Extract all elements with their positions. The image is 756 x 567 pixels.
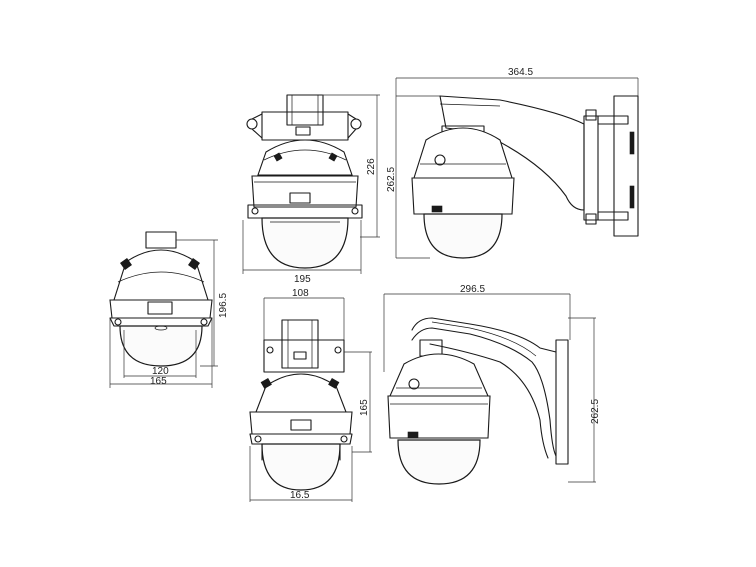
dim-pendant-height-outer: 226: [366, 158, 377, 175]
dim-bracket-top-width: 108: [292, 288, 309, 299]
bracket-housing: [255, 373, 347, 413]
view-wall-mount-curved: 296.5 262.5: [383, 284, 601, 485]
curved-camera-housing: [389, 353, 489, 397]
bracket-label-plate: [290, 419, 312, 431]
dim-standalone-height: 196.5: [218, 293, 229, 318]
curved-arm-bottom: [411, 327, 557, 457]
standalone-dome: [119, 325, 203, 367]
dim-wall-curved-height: 262.5: [590, 399, 601, 424]
bracket-pipe: [281, 319, 319, 369]
curved-dome: [397, 439, 481, 485]
curved-arm-top: [411, 317, 557, 353]
wall-arm: [439, 95, 585, 211]
upper-housing: [257, 139, 353, 176]
dim-wall-inner-height: 262.5: [386, 167, 397, 192]
label-plate: [289, 192, 311, 204]
view-bracket-mount-front: 108 165 16.5: [249, 288, 372, 502]
view-pendant-mount-front: 195 226: [242, 94, 380, 285]
dim-pendant-width: 195: [294, 274, 311, 285]
bracket-plate: [263, 339, 345, 373]
bracket-dome: [261, 443, 341, 491]
dome-label-plate: [147, 301, 173, 315]
dome: [261, 217, 349, 269]
mount-plate: [261, 111, 349, 141]
main-band: [251, 175, 359, 208]
dim-wall-top-length: 364.5: [508, 67, 533, 78]
wall-plate-flange: [583, 115, 599, 221]
wall-dome: [423, 213, 503, 259]
wall-camera-housing: [413, 127, 513, 179]
dim-standalone-outer-width: 165: [150, 376, 167, 387]
screw-hole-left: [246, 118, 258, 130]
dim-bracket-bottom-width: 16.5: [290, 490, 310, 501]
wall-plate: [613, 95, 639, 237]
dome-cap: [145, 231, 177, 249]
dim-standalone-inner-width: 120: [152, 366, 169, 377]
dim-bracket-height: 165: [359, 399, 370, 416]
mount-pipe: [286, 94, 324, 126]
dim-wall-curved-length: 296.5: [460, 284, 485, 295]
screw-hole-right: [350, 118, 362, 130]
view-standalone-dome: 196.5 120 165: [109, 231, 229, 388]
curved-wall-plate: [555, 339, 569, 465]
dome-housing: [113, 249, 209, 301]
view-wall-mount-side: 364.5 262.5: [386, 67, 639, 259]
